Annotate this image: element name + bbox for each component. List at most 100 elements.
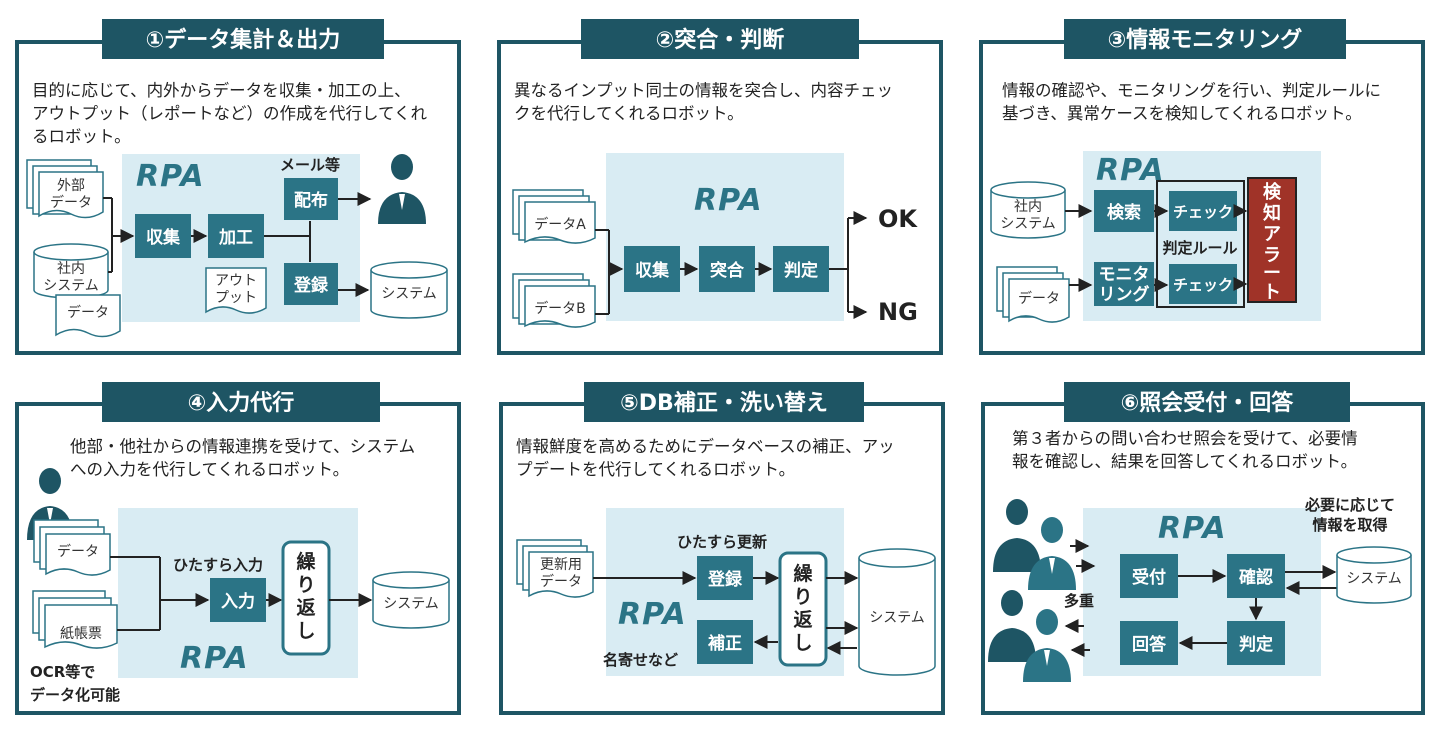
svg-text:システム: システム <box>869 610 925 626</box>
doc-update-data: 更新用 データ <box>516 539 594 598</box>
svg-text:リング: リング <box>1099 284 1150 305</box>
panel-description: 第３者からの問い合わせ照会を受けて、必要情 <box>1012 429 1358 448</box>
doc-paper-form: 紙帳票 <box>32 590 118 649</box>
box-judge <box>773 246 829 292</box>
panel-title: ④入力代行 <box>188 390 295 416</box>
result-ng: NG <box>878 298 918 326</box>
box-monitoring <box>1094 262 1154 306</box>
svg-text:収集: 収集 <box>146 227 181 248</box>
panel-description: 他部・他社からの情報連携を受けて、システム <box>70 437 415 456</box>
panel-description: クを代行してくれるロボット。 <box>514 104 744 123</box>
box-correct <box>697 620 753 664</box>
svg-text:ラ: ラ <box>1263 245 1281 266</box>
svg-text:受付: 受付 <box>1132 567 1166 588</box>
db-system: システム <box>1336 546 1412 604</box>
panel-3-monitoring: ③情報モニタリング 情報の確認や、モニタリングを行い、判定ルールに 基づき、異常… <box>979 19 1425 355</box>
rpa-area <box>606 153 844 321</box>
svg-text:紙帳票: 紙帳票 <box>60 626 102 642</box>
panel-title: ⑤DB補正・洗い替え <box>620 390 828 416</box>
panel-description: るロボット。 <box>32 127 131 146</box>
result-ok: OK <box>878 205 918 233</box>
rpa-label: RPA <box>1096 153 1165 188</box>
svg-text:システム: システム <box>1000 216 1056 232</box>
box-match <box>699 246 755 292</box>
box-search <box>1094 190 1154 232</box>
panel-4-input-agent: ④入力代行 他部・他社からの情報連携を受けて、システム への入力を代行してくれる… <box>15 382 461 715</box>
label-ocr: データ化可能 <box>30 686 120 704</box>
svg-text:返: 返 <box>296 597 315 619</box>
box-answer <box>1120 621 1178 665</box>
svg-text:り: り <box>296 574 315 596</box>
svg-text:データ: データ <box>50 194 92 211</box>
svg-text:データ: データ <box>57 543 99 560</box>
label-ocr: OCR等で <box>30 663 95 681</box>
svg-text:加工: 加工 <box>218 228 253 248</box>
panel-title-bar <box>584 382 864 422</box>
svg-text:突合: 突合 <box>710 260 745 281</box>
panel-description: 目的に応じて、内外からデータを収集・加工の上、 <box>32 80 411 100</box>
panel-title-bar <box>1064 19 1346 59</box>
svg-text:社内: 社内 <box>1014 199 1042 215</box>
panel-description: プデートを代行してくれるロボット。 <box>516 459 795 479</box>
panel-description: 報を確認し、結果を回答してくれるロボット。 <box>1012 452 1357 471</box>
panel-title-bar <box>102 19 384 59</box>
box-input <box>210 578 266 622</box>
label-mail: メール等 <box>280 156 340 174</box>
svg-text:登録: 登録 <box>293 275 329 296</box>
svg-text:外部: 外部 <box>57 178 85 194</box>
svg-text:し: し <box>793 632 812 654</box>
panel-title: ①データ集計＆出力 <box>146 27 341 53</box>
loop-box <box>778 551 828 667</box>
svg-text:システム: システム <box>383 596 439 612</box>
svg-text:判定: 判定 <box>1239 634 1273 655</box>
box-register <box>697 556 753 600</box>
svg-text:データ: データ <box>540 573 582 590</box>
panel-description: 異なるインプット同士の情報を突合し、内容チェッ <box>514 81 893 100</box>
svg-text:チェック: チェック <box>1173 203 1233 221</box>
label-name-merge: 名寄せなど <box>603 651 678 669</box>
box-distribute <box>284 178 338 220</box>
panel-title: ⑥照会受付・回答 <box>1121 390 1295 416</box>
label-multi: 多重 <box>1064 592 1094 610</box>
svg-text:入力: 入力 <box>221 591 255 612</box>
panel-1-data-aggregation: ①データ集計＆出力 目的に応じて、内外からデータを収集・加工の上、 アウトプット… <box>15 19 461 355</box>
svg-text:収集: 収集 <box>635 260 670 281</box>
rpa-label: RPA <box>180 641 249 676</box>
label-acquire: 情報を取得 <box>1312 516 1387 534</box>
svg-text:繰: 繰 <box>793 562 813 585</box>
rpa-label: RPA <box>136 159 205 194</box>
svg-text:システム: システム <box>1346 571 1402 587</box>
rpa-label: RPA <box>1158 511 1227 546</box>
svg-text:確認: 確認 <box>1239 567 1273 588</box>
db-internal-system: 社内 システム <box>990 181 1066 239</box>
panel-description: 情報の確認や、モニタリングを行い、判定ルールに <box>1002 81 1381 100</box>
db-internal-system: 社内 システム <box>33 243 109 299</box>
box-collect <box>135 214 191 258</box>
svg-text:社内: 社内 <box>57 261 85 277</box>
panel-title-bar <box>1064 382 1350 422</box>
box-check <box>1169 264 1237 304</box>
panel-description: アウトプット（レポートなど）の作成を代行してくれ <box>32 104 428 123</box>
box-collect <box>624 246 680 292</box>
svg-text:ー: ー <box>1263 263 1281 284</box>
box-judge <box>1227 621 1285 665</box>
svg-text:プット: プット <box>215 290 257 306</box>
box-confirm <box>1227 554 1285 598</box>
person-icon <box>988 590 1036 662</box>
panel-title-bar <box>102 382 380 422</box>
svg-text:データB: データB <box>534 300 586 317</box>
svg-text:システム: システム <box>381 286 437 302</box>
svg-text:登録: 登録 <box>707 569 743 590</box>
panel-title-bar <box>581 19 859 59</box>
svg-text:検: 検 <box>1263 181 1282 203</box>
panel-title: ③情報モニタリング <box>1108 27 1303 53</box>
svg-text:検索: 検索 <box>1107 202 1141 223</box>
svg-text:し: し <box>296 620 315 642</box>
person-icon <box>1028 517 1076 590</box>
box-process <box>208 214 264 258</box>
svg-text:データA: データA <box>534 216 586 233</box>
svg-text:システム: システム <box>43 278 99 294</box>
doc-external-data: 外部 データ <box>26 159 104 219</box>
rpa-label: RPA <box>694 183 763 218</box>
